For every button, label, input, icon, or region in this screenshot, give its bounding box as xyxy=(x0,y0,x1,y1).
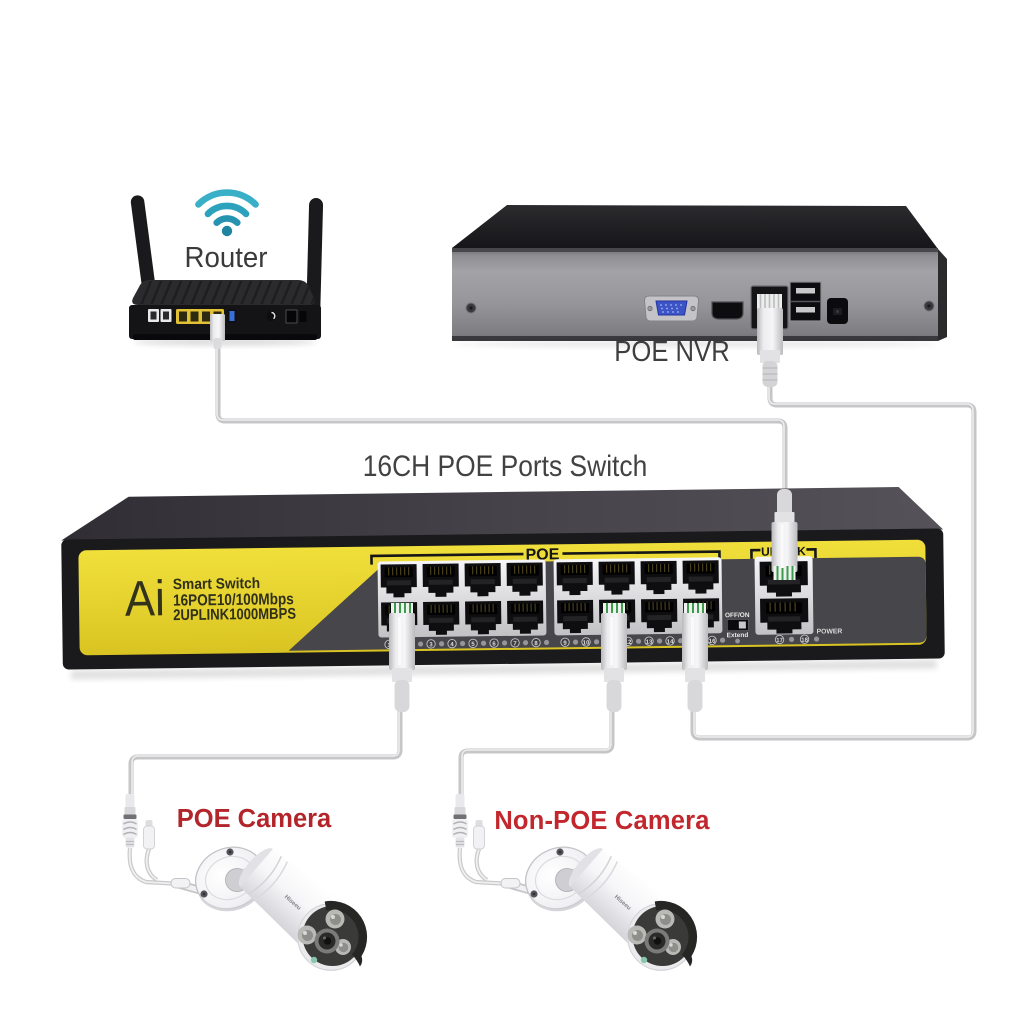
svg-text:10: 10 xyxy=(583,640,590,646)
svg-text:Smart Switch: Smart Switch xyxy=(173,576,261,594)
svg-text:Router: Router xyxy=(185,242,268,273)
svg-text:POE: POE xyxy=(525,546,559,563)
svg-text:16CH POE Ports Switch: 16CH POE Ports Switch xyxy=(363,448,648,482)
svg-text:16POE10/100Mbps: 16POE10/100Mbps xyxy=(173,591,294,610)
svg-text:7: 7 xyxy=(513,641,517,647)
svg-text:Non-POE Camera: Non-POE Camera xyxy=(494,807,710,835)
svg-text:6: 6 xyxy=(492,642,496,648)
svg-text:12: 12 xyxy=(625,640,632,646)
svg-text:2UPLINK1000MBPS: 2UPLINK1000MBPS xyxy=(173,606,296,625)
svg-text:Extend: Extend xyxy=(727,632,749,639)
svg-text:POE NVR: POE NVR xyxy=(614,335,729,368)
svg-text:OFF/ON: OFF/ON xyxy=(725,612,750,619)
svg-text:9: 9 xyxy=(563,641,567,647)
svg-text:4: 4 xyxy=(450,642,454,648)
svg-text:13: 13 xyxy=(646,640,653,646)
svg-text:POWER: POWER xyxy=(817,628,843,635)
svg-text:17: 17 xyxy=(776,638,783,644)
svg-text:16: 16 xyxy=(709,639,716,645)
svg-text:Ai: Ai xyxy=(125,571,166,627)
svg-text:8: 8 xyxy=(534,641,538,647)
svg-text:POE Camera: POE Camera xyxy=(177,805,332,833)
svg-text:5: 5 xyxy=(471,642,475,648)
svg-text:3: 3 xyxy=(429,642,433,648)
svg-text:18: 18 xyxy=(801,638,808,644)
svg-text:14: 14 xyxy=(667,639,674,645)
